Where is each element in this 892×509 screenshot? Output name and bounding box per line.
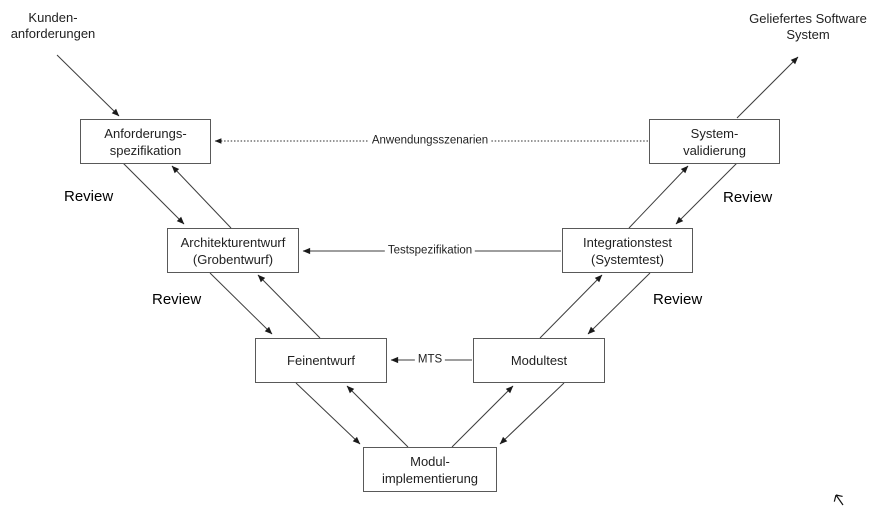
node-integrationstest: Integrationstest (Systemtest) [562, 228, 693, 273]
arrow-modulimplementierung-to-modultest [451, 385, 514, 448]
arrow-systemvalidierung-to-integrationstest-review [675, 162, 738, 225]
arrow-systemvalidierung-to-geliefertes-system [736, 56, 799, 119]
node-architekturentwurf: Architekturentwurf (Grobentwurf) [167, 228, 299, 273]
node-label: Architekturentwurf (Grobentwurf) [180, 234, 286, 267]
review-label-left-upper: Review [64, 188, 114, 205]
arrow-modultest-to-modulimplementierung-review [499, 382, 565, 445]
node-label: Feinentwurf [287, 353, 355, 368]
arrow-feinentwurf-to-modulimplementierung [295, 382, 361, 445]
label-geliefertes-software-system: Geliefertes Software System [749, 11, 867, 42]
connector-label-anwendungsszenarien: Anwendungsszenarien [368, 134, 492, 148]
review-label-left-lower: Review [152, 291, 202, 308]
arrow-anforderung-to-architektur [122, 162, 185, 225]
node-feinentwurf: Feinentwurf [255, 338, 387, 383]
node-label: Modultest [510, 353, 568, 368]
node-label: System- validierung [683, 125, 746, 158]
mouse-cursor-icon [833, 494, 844, 506]
node-systemvalidierung: System- validierung [649, 119, 780, 164]
node-label: Anforderungs- spezifikation [104, 125, 187, 158]
arrow-feinentwurf-to-architektur-review [257, 274, 321, 339]
connector-label-testspezifikation: Testspezifikation [384, 244, 476, 258]
connector-label-mts: MTS [414, 353, 446, 367]
node-modulimplementierung: Modul- implementierung [363, 447, 497, 492]
node-label: Integrationstest (Systemtest) [583, 234, 672, 267]
label-kundenanforderungen: Kunden- anforderungen [10, 10, 96, 41]
review-label-right-lower: Review [653, 291, 703, 308]
node-modultest: Modultest [473, 338, 605, 383]
review-label-right-upper: Review [723, 189, 773, 206]
node-anforderungsspezifikation: Anforderungs- spezifikation [80, 119, 211, 164]
arrow-kundenanforderungen-to-anforderungsspezifikation [56, 54, 120, 117]
arrow-architektur-to-feinentwurf [209, 272, 273, 335]
arrow-integrationstest-to-systemvalidierung [628, 165, 689, 229]
arrow-modulimplementierung-to-feinentwurf-review [346, 385, 409, 448]
arrow-architektur-to-anforderung-review [171, 165, 232, 229]
arrow-modultest-to-integrationstest [539, 274, 603, 339]
node-label: Modul- implementierung [381, 453, 479, 486]
arrow-integrationstest-to-modultest-review [587, 272, 651, 335]
